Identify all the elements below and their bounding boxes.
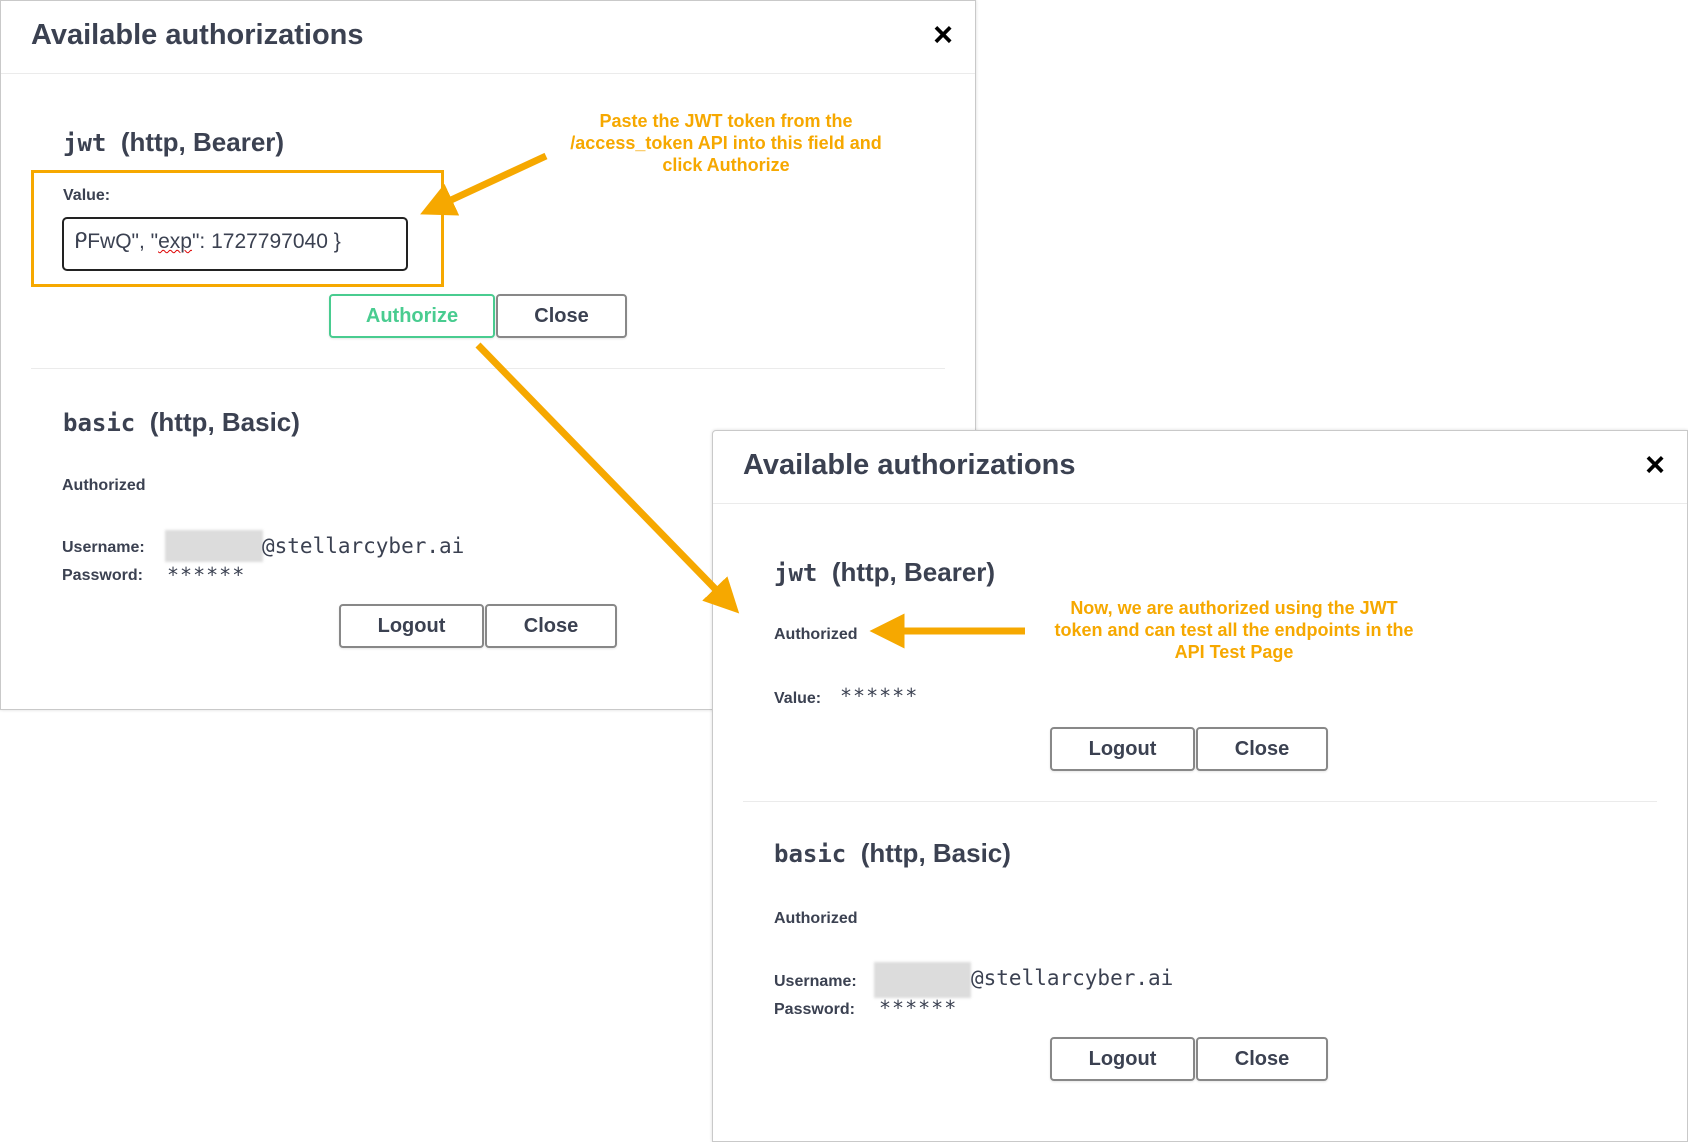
value-label: Value: xyxy=(63,187,111,204)
close-icon[interactable]: × xyxy=(933,16,953,54)
close-button[interactable]: Close xyxy=(496,294,627,338)
scheme-type: (http, Bearer) xyxy=(120,127,285,157)
jwt-token-input[interactable]: ᑭFwQ", "exp": 1727797040 } xyxy=(62,217,408,271)
basic-section-title: basic (http, Basic) xyxy=(63,407,300,438)
scheme-name: basic xyxy=(774,840,847,868)
scheme-type: (http, Basic) xyxy=(860,838,1011,868)
section-divider xyxy=(31,368,945,369)
username-domain: @stellarcyber.ai xyxy=(262,534,465,558)
jwt-value-masked: ****** xyxy=(840,684,919,708)
modal-title: Available authorizations xyxy=(31,19,364,51)
redacted-username xyxy=(165,530,263,562)
logout-button[interactable]: Logout xyxy=(1050,727,1195,771)
close-button[interactable]: Close xyxy=(1196,727,1328,771)
username-label: Username: xyxy=(774,973,857,990)
modal-title: Available authorizations xyxy=(743,449,1076,481)
token-text-word: exp xyxy=(158,230,192,253)
annotation-authorized: Now, we are authorized using the JWT tok… xyxy=(1054,598,1414,662)
logout-button[interactable]: Logout xyxy=(1050,1037,1195,1081)
password-value: ****** xyxy=(167,563,246,587)
jwt-section-title: jwt (http, Bearer) xyxy=(63,127,284,158)
logout-button[interactable]: Logout xyxy=(339,604,484,648)
redacted-username xyxy=(874,962,971,998)
section-divider xyxy=(743,801,1657,802)
token-text-prefix: ᑭFwQ", " xyxy=(74,230,159,253)
auth-modal-after: Available authorizations × jwt (http, Be… xyxy=(712,430,1688,1142)
password-value: ****** xyxy=(879,996,958,1020)
annotation-paste-token: Paste the JWT token from the /access_tok… xyxy=(570,111,882,175)
scheme-name: jwt xyxy=(774,559,818,587)
scheme-name: basic xyxy=(63,409,136,437)
value-label: Value: xyxy=(774,690,822,707)
scheme-type: (http, Basic) xyxy=(149,407,300,437)
basic-authorized-status: Authorized xyxy=(774,910,858,927)
password-label: Password: xyxy=(62,567,143,584)
password-label: Password: xyxy=(774,1001,855,1018)
username-label: Username: xyxy=(62,539,145,556)
close-button[interactable]: Close xyxy=(485,604,617,648)
authorize-button[interactable]: Authorize xyxy=(329,294,495,338)
modal-header: Available authorizations × xyxy=(713,431,1687,504)
token-text-suffix: ": 1727797040 } xyxy=(191,230,341,253)
basic-authorized-status: Authorized xyxy=(62,477,146,494)
annotation-highlight-box xyxy=(31,170,444,287)
scheme-type: (http, Bearer) xyxy=(831,557,996,587)
basic-section-title: basic (http, Basic) xyxy=(774,838,1011,869)
jwt-authorized-status: Authorized xyxy=(774,626,858,643)
scheme-name: jwt xyxy=(63,129,107,157)
close-button[interactable]: Close xyxy=(1196,1037,1328,1081)
close-icon[interactable]: × xyxy=(1645,446,1665,484)
modal-header: Available authorizations × xyxy=(1,1,975,74)
username-domain: @stellarcyber.ai xyxy=(971,966,1174,990)
jwt-section-title: jwt (http, Bearer) xyxy=(774,557,995,588)
